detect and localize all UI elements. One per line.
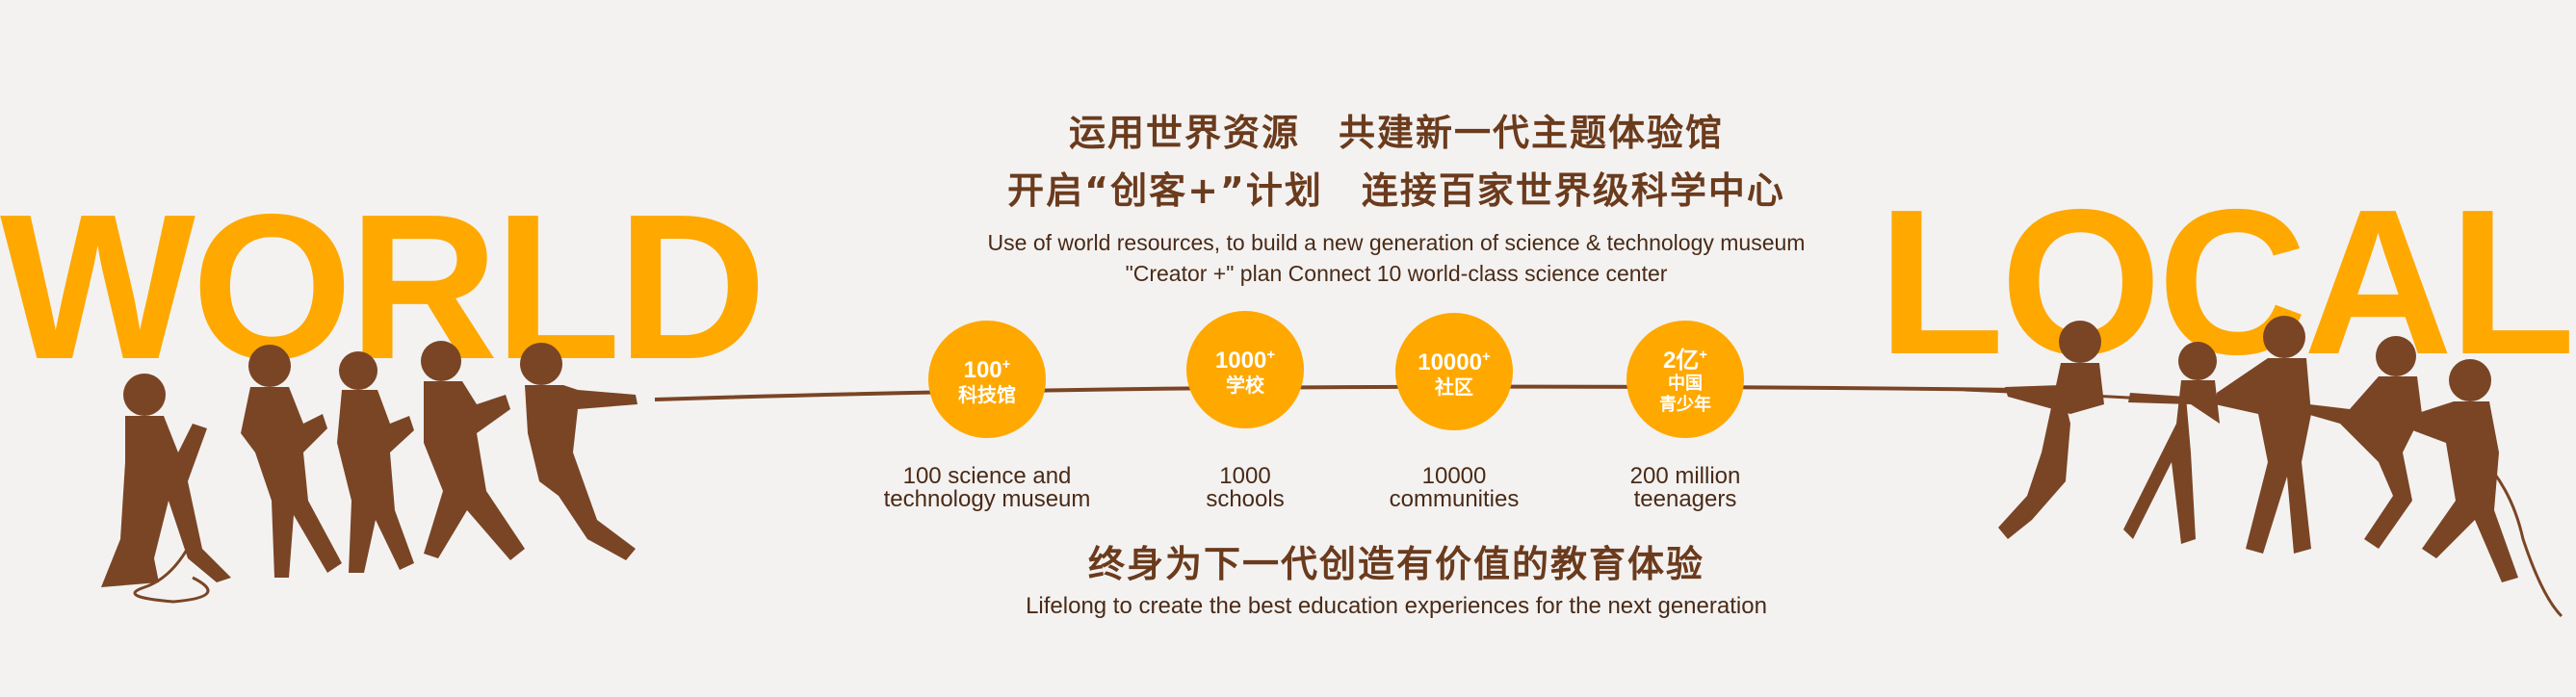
plus-mark: + — [1266, 347, 1276, 363]
milestone-circle: 10000+ 社区 — [1395, 313, 1513, 430]
plus-mark: + — [1002, 356, 1011, 373]
headline-cn-line1: 运用世界资源 共建新一代主题体验馆 — [1068, 112, 1724, 154]
slogan-en: Lifelong to create the best education ex… — [1026, 593, 1767, 619]
milestone-label-line2: schools — [1206, 486, 1285, 512]
plus-mark: + — [1481, 348, 1491, 365]
left-team-silhouettes — [101, 341, 637, 587]
milestone-label-line2: teenagers — [1633, 486, 1737, 512]
slogan-block: 终身为下一代创造有价值的教育体验 Lifelong to create the … — [819, 539, 1974, 624]
world-word: WORLD — [0, 170, 767, 402]
milestone-number: 10000 — [1418, 349, 1482, 375]
milestone-label-line1: 1000 — [1219, 463, 1271, 489]
milestone-number: 1000 — [1214, 348, 1267, 374]
headline-cn-line2: 开启“创客+”计划 连接百家世界级科学中心 — [1007, 169, 1785, 212]
milestone-unit-line1: 中国 — [1668, 374, 1703, 394]
milestone-label-line2: communities — [1389, 486, 1520, 512]
milestone-label-line2: technology museum — [883, 486, 1091, 512]
local-word: LOCAL — [1878, 166, 2575, 398]
plus-mark: + — [1699, 347, 1708, 363]
milestone-label-line1: 10000 — [1421, 463, 1487, 489]
milestone-label-line1: 200 million — [1629, 463, 1741, 489]
milestone-number: 2亿 — [1662, 348, 1700, 374]
milestone-label-line1: 100 science and — [902, 463, 1072, 489]
headline-en-line1: Use of world resources, to build a new g… — [987, 230, 1806, 255]
slogan-cn: 终身为下一代创造有价值的教育体验 — [1087, 543, 1704, 585]
milestone-unit: 学校 — [1226, 374, 1264, 397]
milestone-circle: 2亿+ 中国 青少年 — [1626, 321, 1744, 438]
milestone-unit: 社区 — [1435, 375, 1473, 399]
milestone-museums: 100+ 科技馆 100 science and technology muse… — [862, 321, 1112, 511]
milestone-circle: 100+ 科技馆 — [928, 321, 1046, 438]
milestone-number: 100 — [963, 357, 1002, 383]
milestone-communities: 10000+ 社区 10000 communities — [1329, 313, 1579, 511]
milestone-circle: 1000+ 学校 — [1186, 311, 1304, 428]
right-team-silhouettes — [1998, 316, 2518, 582]
milestone-schools: 1000+ 学校 1000 schools — [1120, 311, 1370, 511]
milestone-teenagers: 2亿+ 中国 青少年 200 million teenagers — [1560, 321, 1810, 511]
milestone-unit: 科技馆 — [958, 383, 1016, 406]
headline-block: 运用世界资源 共建新一代主题体验馆 开启“创客+”计划 连接百家世界级科学中心 … — [819, 104, 1974, 289]
milestone-unit-line2: 青少年 — [1659, 395, 1711, 415]
headline-en-line2: "Creator +" plan Connect 10 world-class … — [1125, 261, 1668, 286]
